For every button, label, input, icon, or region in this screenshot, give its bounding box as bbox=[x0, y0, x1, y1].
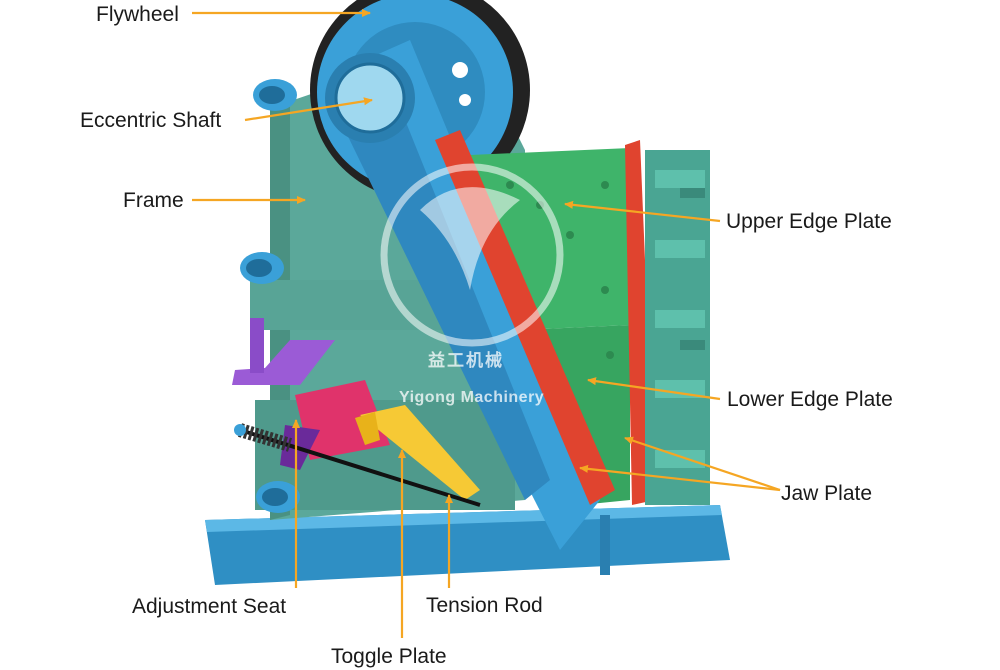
label-toggle-plate: Toggle Plate bbox=[331, 645, 447, 668]
purple-bracket bbox=[232, 340, 335, 385]
arrow-jaw-plate-2 bbox=[624, 436, 781, 492]
watermark-chinese: 益工机械 bbox=[428, 351, 504, 371]
arrow-lower-edge-plate bbox=[587, 377, 721, 401]
label-lower-edge-plate: Lower Edge Plate bbox=[727, 388, 893, 411]
label-jaw-plate: Jaw Plate bbox=[781, 482, 873, 505]
arrow-eccentric-shaft bbox=[244, 97, 373, 122]
tension-rod-part bbox=[234, 423, 481, 507]
arrow-upper-edge-plate bbox=[564, 200, 721, 223]
watermark-english: Yigong Machinery bbox=[399, 389, 545, 406]
label-adjustment-seat: Adjustment Seat bbox=[132, 595, 287, 618]
purple-bracket-arm bbox=[250, 318, 264, 373]
toggle-plate-part bbox=[355, 405, 480, 500]
label-tension-rod: Tension Rod bbox=[426, 594, 543, 617]
frame-right-ribs bbox=[645, 150, 710, 505]
frame-lugs bbox=[240, 79, 300, 513]
label-upper-edge-plate: Upper Edge Plate bbox=[726, 210, 892, 233]
arrow-jaw-plate-1 bbox=[579, 464, 781, 492]
label-flywheel: Flywheel bbox=[96, 3, 179, 26]
label-eccentric-shaft: Eccentric Shaft bbox=[80, 109, 222, 132]
base-beam bbox=[205, 505, 730, 585]
callout-arrows bbox=[192, 9, 781, 638]
yigong-logo-mark-icon bbox=[380, 163, 564, 347]
label-frame: Frame bbox=[123, 189, 184, 212]
